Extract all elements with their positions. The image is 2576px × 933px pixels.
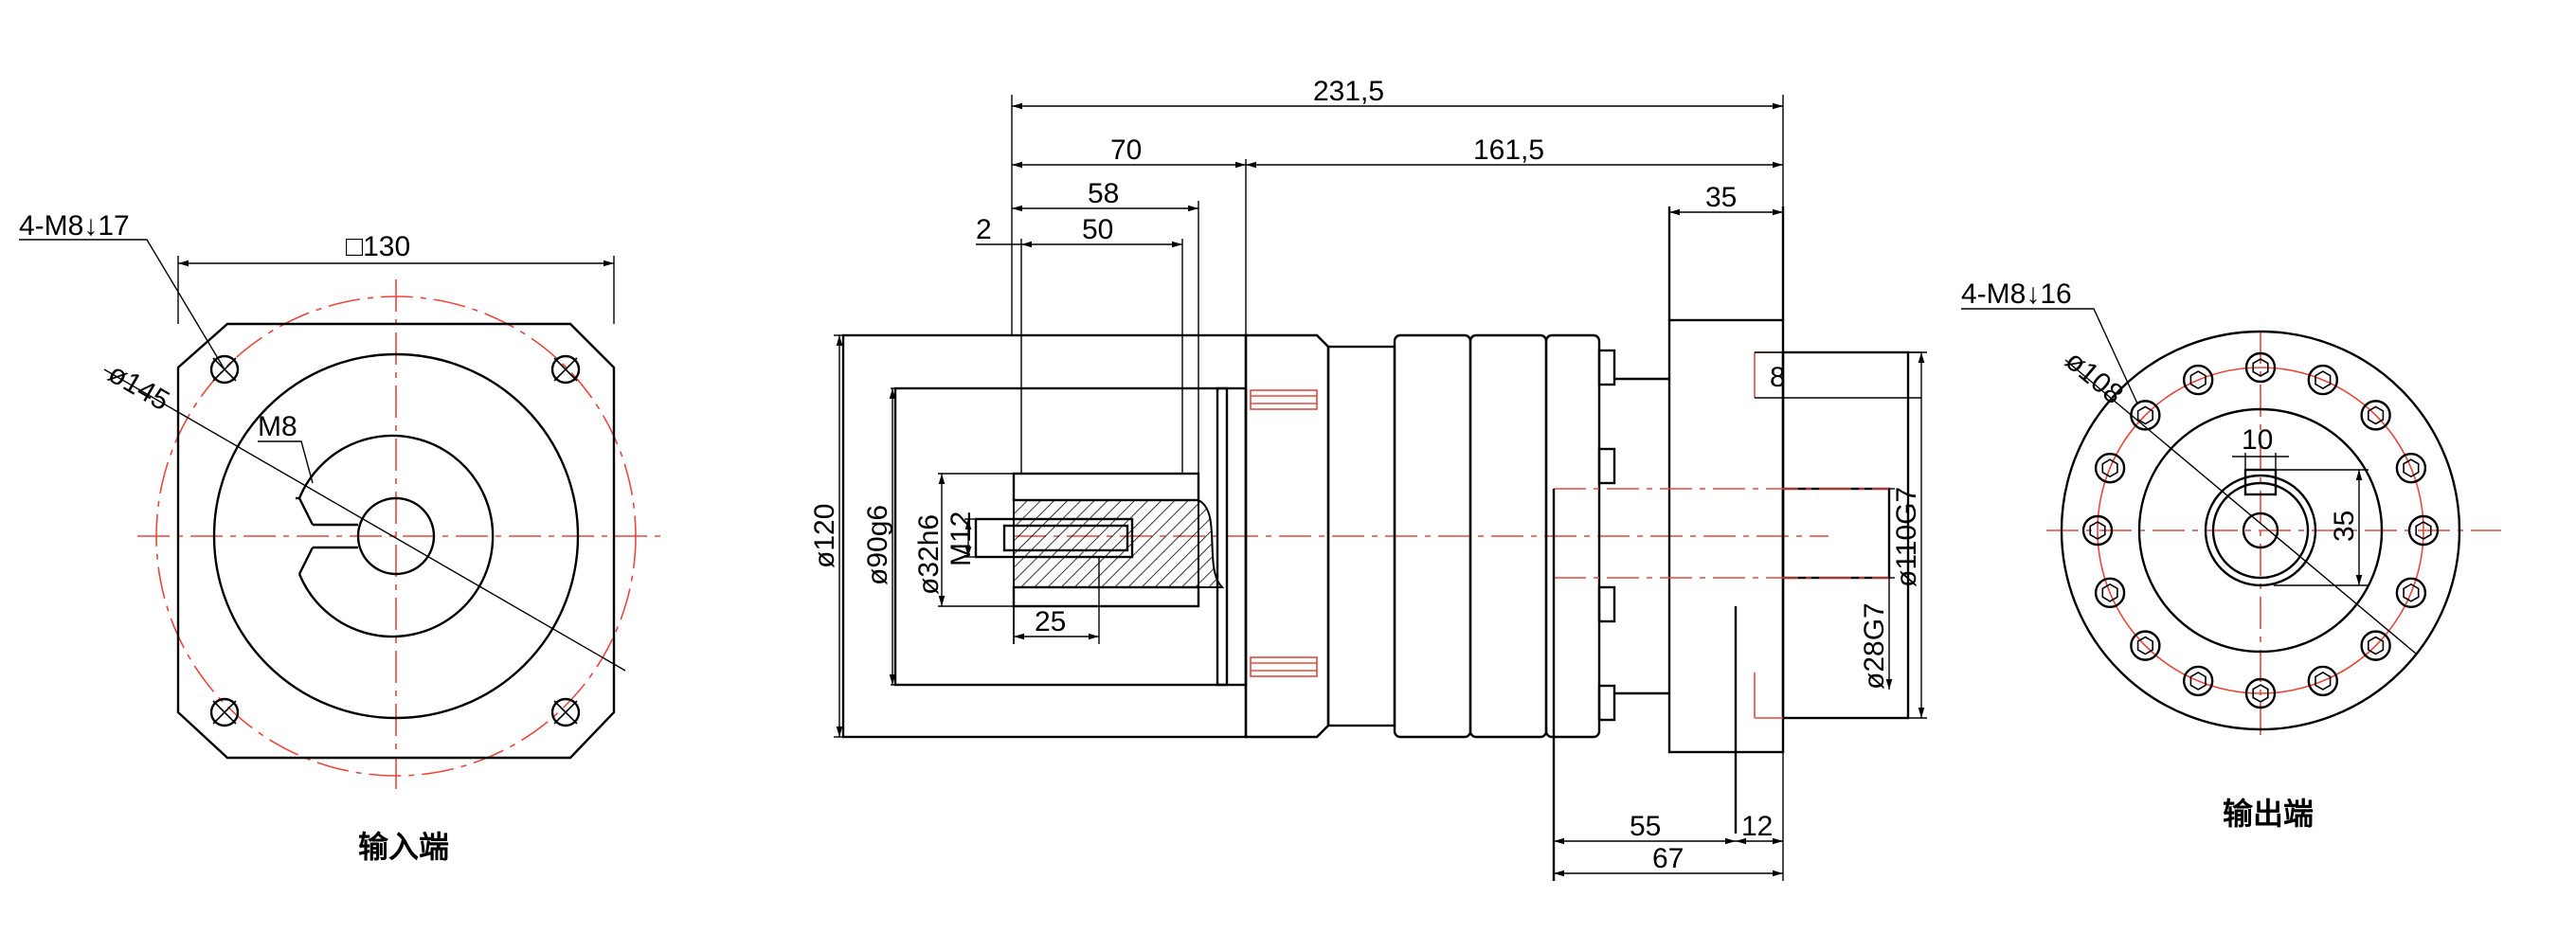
output-bolt-hole [2244, 677, 2277, 709]
output-keyway [2243, 468, 2278, 496]
output-key-width: 10 [2242, 424, 2273, 456]
input-pcd-circle [155, 296, 637, 777]
output-center-hole [2242, 511, 2279, 549]
input-end-caption: 输入端 [358, 829, 449, 865]
output-bolt-hole [2360, 630, 2391, 661]
output-bolt-hole [2182, 364, 2214, 396]
output-bolt-hole [2407, 514, 2440, 547]
output-bolt-label: 4-M8↓16 [1961, 278, 2072, 310]
dim-32: ø32h6 [913, 514, 945, 595]
output-bolt-hole [2395, 452, 2427, 484]
input-bolt-label: 4-M8↓17 [19, 210, 130, 242]
dim-m12: M12 [946, 511, 977, 566]
dim-overall: 231,5 [1313, 76, 1384, 107]
dim-28: ø28G7 [1859, 602, 1890, 690]
output-bolt-hole [2244, 351, 2277, 384]
dim-70: 70 [1110, 135, 1142, 166]
output-bolt-hole [2307, 364, 2339, 396]
housing-ring-3 [1544, 333, 1601, 739]
dim-90: ø90g6 [862, 505, 893, 585]
input-center-hole [356, 496, 436, 576]
output-bolt-hole [2395, 577, 2427, 609]
dim-58: 58 [1088, 178, 1119, 209]
input-pcd-label: ø145 [103, 357, 175, 417]
output-pilot [2137, 407, 2384, 654]
input-shaft-section [1013, 499, 1199, 588]
dim-35: 35 [1705, 182, 1737, 213]
input-shaft-bore [297, 434, 495, 638]
dim-12: 12 [1741, 811, 1773, 842]
output-shaft-outer [2204, 474, 2317, 587]
output-bolt-hole [2094, 577, 2126, 609]
input-end-view: □130 4-M8↓17 ø145 M8 输入端 [19, 210, 663, 865]
dim-50: 50 [1082, 214, 1113, 245]
output-bolt-hole [2307, 665, 2339, 697]
output-bolt-hole [2130, 630, 2161, 661]
output-bolt-hole [2182, 665, 2214, 697]
input-square-dim: □130 [346, 231, 410, 262]
dim-25: 25 [1035, 606, 1066, 637]
side-section-view: 231,5 70 161,5 58 50 2 35 8 25 55 12 67 [809, 76, 1927, 881]
input-bore-outer [212, 352, 580, 720]
dim-55: 55 [1630, 811, 1661, 842]
output-pcd-label: ø108 [2060, 345, 2130, 410]
output-key-height: 35 [2329, 511, 2360, 542]
output-shaft [1781, 487, 1891, 580]
output-end-view: 4-M8↓16 ø108 10 35 输出端 [1961, 278, 2501, 832]
dim-67: 67 [1652, 843, 1684, 874]
output-bolt-ring [2081, 351, 2440, 709]
dim-161: 161,5 [1473, 135, 1544, 166]
input-bolt-hole [550, 697, 581, 727]
dim-120: ø120 [809, 504, 840, 568]
dim-2: 2 [976, 214, 992, 245]
output-bolt-hole [2360, 400, 2391, 431]
input-bolt-hole [209, 697, 240, 727]
output-pcd-circle [2097, 367, 2424, 694]
output-flange-outer [2060, 330, 2461, 731]
input-thread-label: M8 [258, 411, 297, 442]
dim-8: 8 [1770, 362, 1786, 393]
input-bolt-hole [550, 354, 581, 385]
dim-110: ø110G7 [1891, 487, 1922, 587]
output-end-caption: 输出端 [2223, 796, 2314, 832]
output-bolt-hole [2094, 452, 2126, 484]
output-bolt-hole [2081, 514, 2114, 547]
input-square-flange [176, 322, 616, 760]
